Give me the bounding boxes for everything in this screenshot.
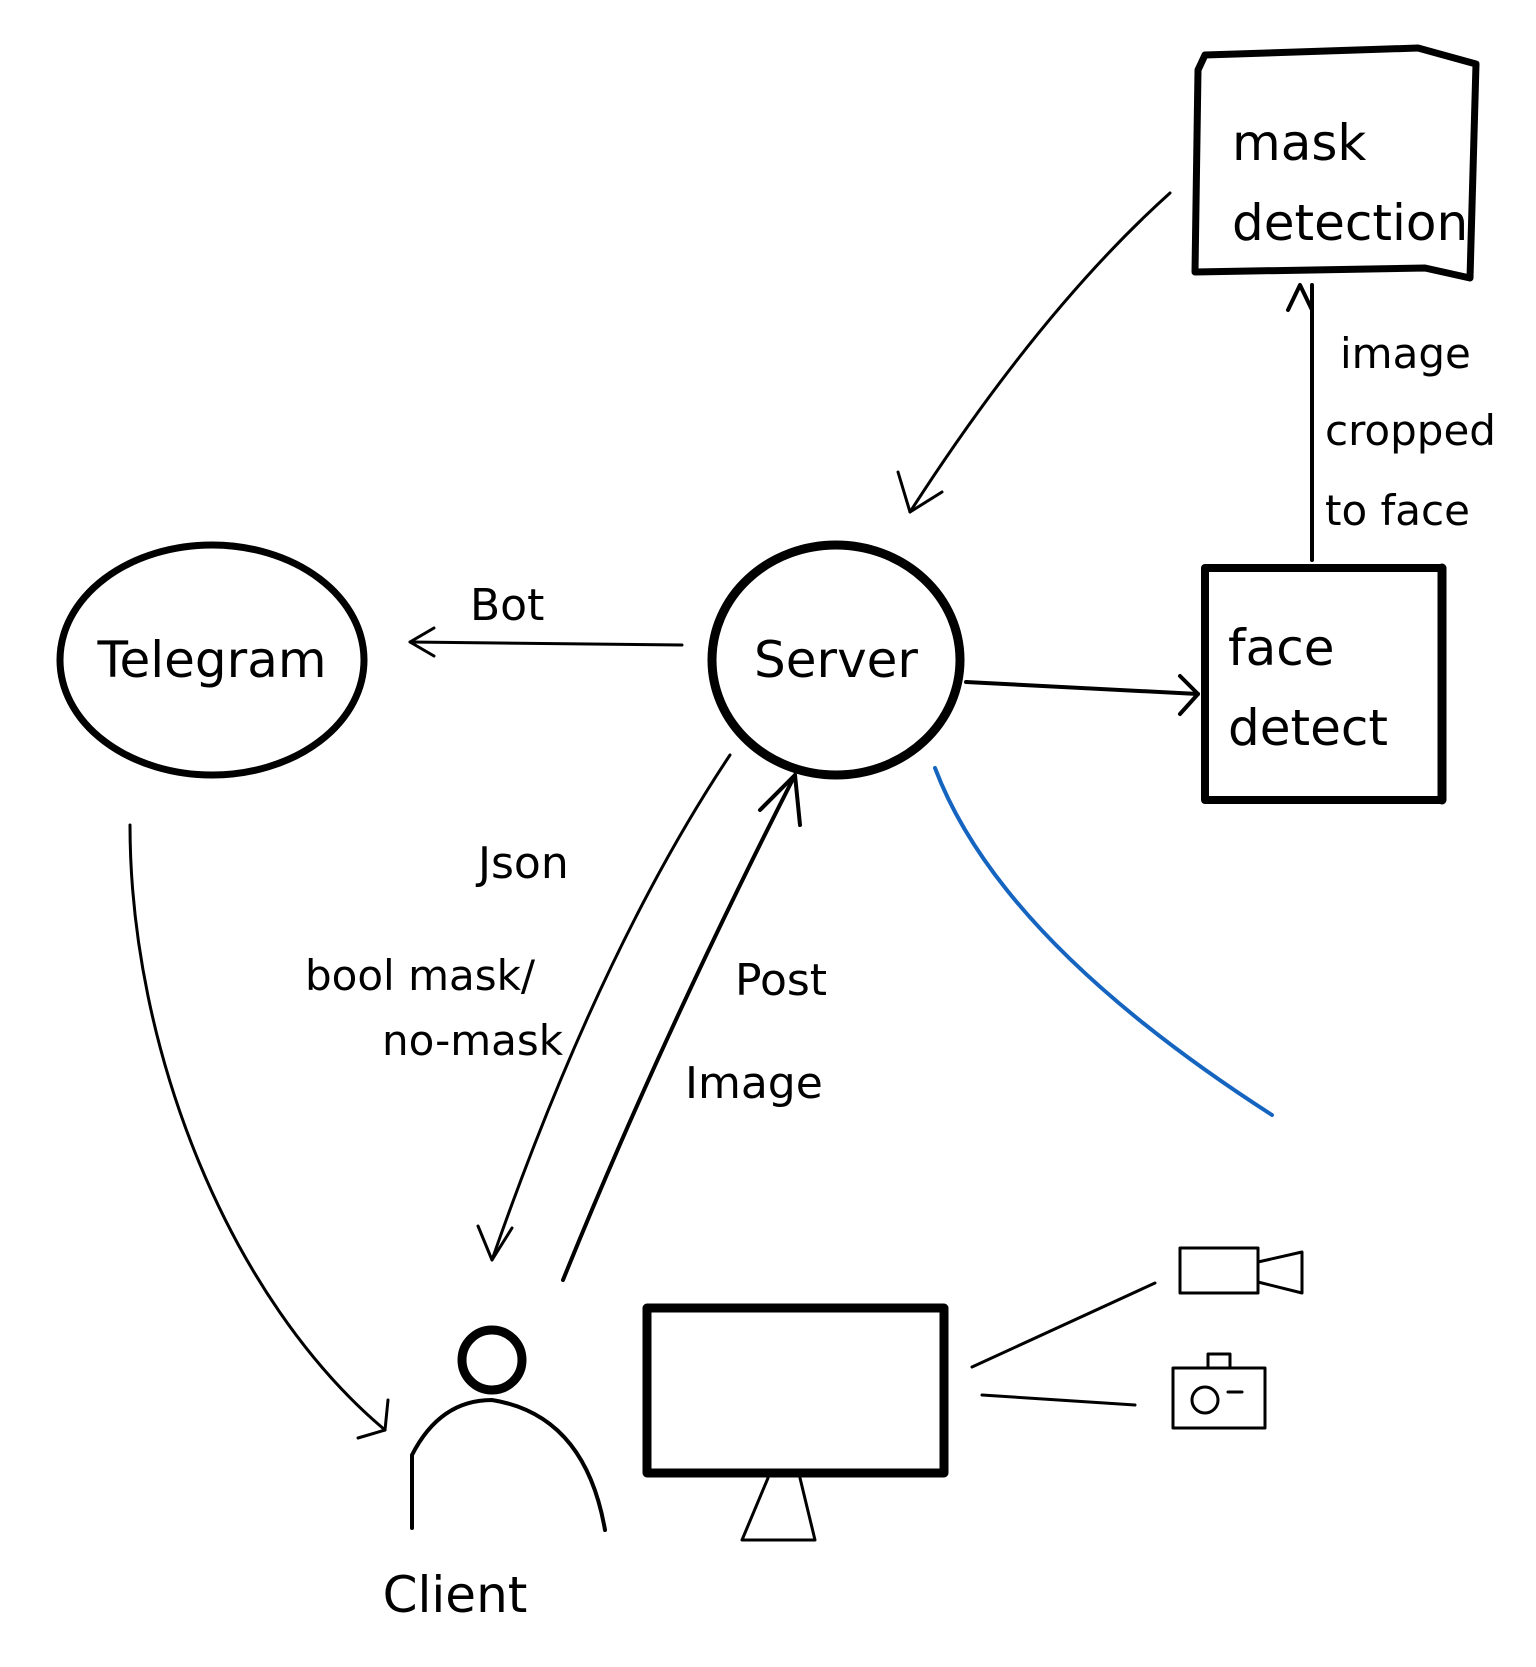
mask-detection-label-line1: mask	[1232, 114, 1366, 172]
crop-label-line3: to face	[1325, 486, 1470, 535]
face-detect-label-line1: face	[1228, 619, 1335, 677]
json-label: Json	[475, 838, 569, 889]
person-icon	[410, 1325, 607, 1532]
edge-telegram-to-client	[128, 823, 390, 1440]
arrowhead-icon	[476, 1224, 514, 1262]
monitor-icon	[642, 1303, 949, 1542]
face-detect-label-line2: detect	[1228, 699, 1388, 757]
video-camera-icon	[1178, 1246, 1304, 1295]
client-node: Client	[383, 1325, 607, 1624]
edge-server-to-client: Json bool mask/ no-mask	[305, 753, 732, 1262]
arrowhead-icon	[758, 773, 802, 827]
arrowhead-icon	[1178, 674, 1200, 716]
post-label-line2: Image	[685, 1058, 823, 1109]
mask-detection-node: mask detection	[1191, 44, 1480, 282]
server-label: Server	[754, 631, 918, 689]
mask-detection-box	[1191, 44, 1480, 282]
face-detect-box	[1201, 564, 1446, 804]
post-label-line1: Post	[735, 955, 827, 1006]
server-node: Server	[707, 540, 965, 780]
monitor-to-camera-line	[980, 1393, 1137, 1407]
mask-detection-label-line2: detection	[1232, 194, 1468, 252]
arrowhead-icon	[896, 470, 944, 514]
bot-label: Bot	[470, 580, 544, 631]
edge-mask-to-server	[896, 191, 1172, 514]
server-circle	[707, 540, 965, 780]
arrowhead-icon	[408, 626, 436, 658]
edge-face-to-mask: image cropped to face	[1286, 283, 1496, 562]
edge-server-to-telegram: Bot	[408, 580, 684, 658]
monitor-to-video-camera-line	[970, 1281, 1157, 1369]
client-label: Client	[383, 1566, 528, 1624]
telegram-label: Telegram	[96, 631, 326, 689]
bool-label-line1: bool mask/	[305, 951, 536, 1000]
camera-icon	[1171, 1352, 1267, 1430]
camera-link-line	[933, 766, 1274, 1117]
crop-label-line1: image	[1340, 329, 1471, 378]
bool-label-line2: no-mask	[382, 1016, 564, 1065]
arrowhead-icon	[356, 1398, 390, 1440]
telegram-ellipse	[56, 541, 368, 779]
edge-client-to-server: Post Image	[561, 773, 827, 1282]
arrowhead-icon	[1286, 283, 1314, 312]
crop-label-line2: cropped	[1325, 406, 1496, 455]
telegram-node: Telegram	[56, 541, 368, 779]
edge-server-to-face	[964, 674, 1200, 716]
face-detect-node: face detect	[1201, 563, 1447, 805]
